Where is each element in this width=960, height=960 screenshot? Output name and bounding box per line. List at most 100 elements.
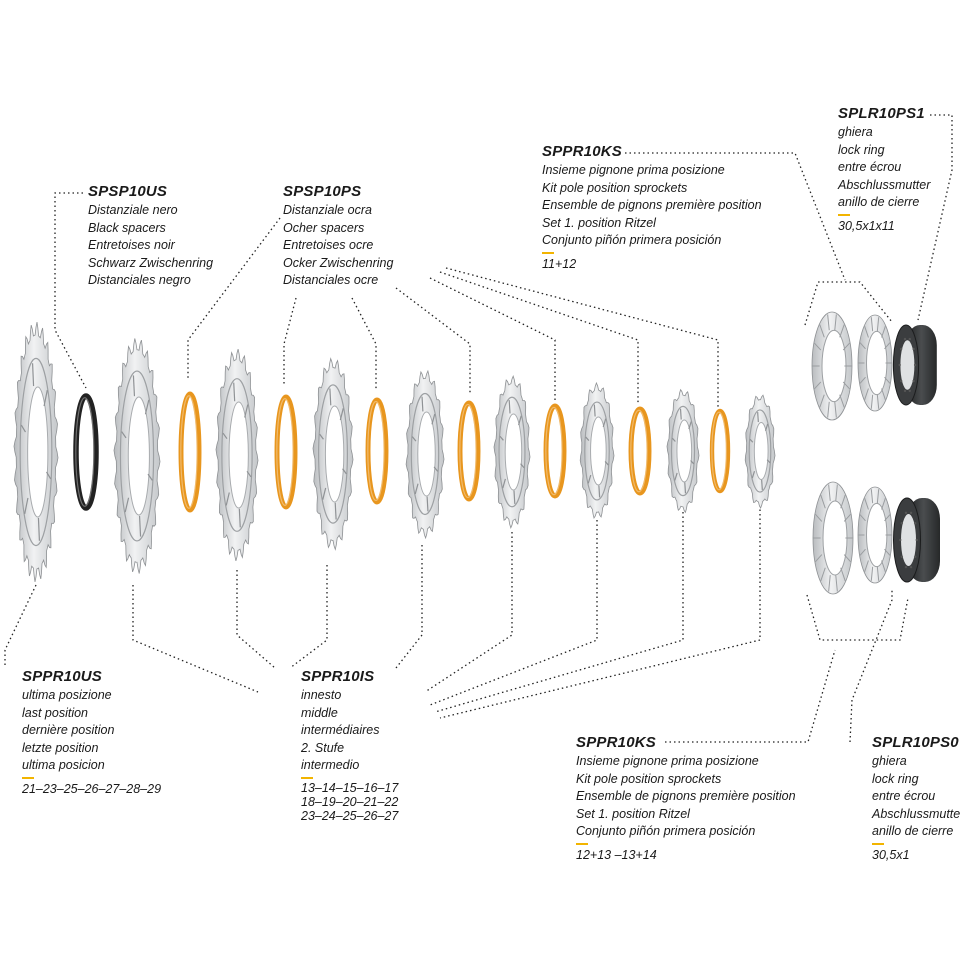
desc-it: Insieme pignone prima posizione	[576, 754, 759, 768]
desc-de: Ocker Zwischenring	[283, 255, 394, 270]
sprocket-29t	[13, 322, 59, 582]
ocher-spacer-5	[543, 403, 567, 499]
desc-it: Insieme pignone prima posizione	[542, 163, 725, 177]
leader-spsp10ps-d	[395, 287, 471, 395]
sizes-row-3: 23–24–25–26–27	[301, 808, 399, 823]
desc-it: ghiera	[872, 754, 907, 768]
leader-spsp10ps-g	[445, 267, 719, 408]
part-code: SPLR10PS1	[838, 105, 925, 122]
label-sppr10is: SPPR10IS innesto middle intermédiaires 2…	[301, 667, 398, 823]
leader-splr10ps1	[917, 114, 953, 321]
sizes: 11+12	[542, 256, 577, 271]
sprocket-6	[493, 375, 531, 529]
leader-sppr10ks-bottom-bracket	[806, 594, 909, 641]
ocher-spacer-6	[628, 406, 652, 496]
desc-en: lock ring	[872, 771, 919, 786]
desc-it: Distanziale ocra	[283, 203, 372, 217]
sizes: 30,5x1x11	[838, 218, 895, 233]
accent-bar	[872, 842, 884, 845]
sizes: 12+13 –13+14	[576, 847, 657, 862]
sprocket-8	[666, 388, 700, 514]
leader-sppr10is-h	[439, 505, 761, 719]
desc-fr: entre écrou	[838, 160, 902, 174]
desc-es: Conjunto piñón primera posición	[576, 824, 756, 838]
desc-es: Distanciales ocre	[283, 273, 379, 287]
sprocket-3	[215, 348, 259, 562]
desc-fr: intermédiaires	[301, 723, 380, 737]
label-sppr10ks-bottom: SPPR10KS Insieme pignone prima posizione…	[576, 733, 796, 864]
desc-es: anillo de cierre	[838, 195, 920, 209]
leader-sppr10is-a	[132, 585, 259, 693]
desc-it: innesto	[301, 688, 342, 702]
desc-de: Set 1. position Ritzel	[542, 215, 656, 230]
label-spsp10ps: SPSP10PS Distanziale ocra Ocher spacers …	[283, 182, 393, 290]
ocher-spacer-4	[457, 400, 481, 502]
desc-es: anillo de cierre	[872, 824, 954, 838]
leader-spsp10ps-b	[283, 297, 297, 385]
desc-es: Distanciales negro	[88, 273, 191, 287]
desc-fr: Ensemble de pignons première position	[542, 198, 762, 212]
kit-top-sprocket-b	[857, 314, 893, 412]
leader-sppr10us	[4, 584, 37, 666]
part-code: SPPR10KS	[576, 734, 656, 751]
leader-splr10ps0	[849, 590, 893, 743]
label-spsp10us: SPSP10US Distanziale nero Black spacers …	[88, 182, 213, 290]
leader-sppr10ks-top-bracket	[804, 281, 893, 326]
label-splr10ps0: SPLR10PS0 ghiera lock ring entre écrou A…	[872, 733, 960, 864]
leader-sppr10ks-bottom	[665, 649, 836, 743]
part-code: SPSP10US	[88, 183, 168, 200]
leader-sppr10is-e	[424, 532, 513, 693]
desc-en: middle	[301, 705, 338, 720]
desc-en: Black spacers	[88, 220, 166, 235]
leader-sppr10is-c	[289, 565, 328, 669]
sprocket-7	[579, 381, 615, 520]
part-code: SPSP10PS	[283, 183, 362, 200]
ocher-spacer-1	[178, 391, 202, 513]
leader-spsp10ps-a	[187, 217, 281, 380]
leader-sppr10is-f	[429, 520, 598, 706]
label-splr10ps1: SPLR10PS1 ghiera lock ring entre écrou A…	[838, 104, 930, 235]
sizes: 21–23–25–26–27–28–29	[22, 781, 162, 796]
desc-es: intermedio	[301, 758, 360, 772]
label-sppr10ks-top: SPPR10KS Insieme pignone prima posizione…	[542, 142, 762, 273]
black-spacer	[73, 393, 99, 511]
sprocket-large-2	[113, 338, 161, 574]
lockring-bottom	[893, 497, 940, 583]
sizes-row-1: 13–14–15–16–17	[301, 780, 399, 795]
desc-de: Abschlussmutter	[872, 806, 960, 821]
part-code: SPPR10US	[22, 668, 102, 685]
ocher-spacer-7	[709, 408, 731, 494]
leader-spsp10ps-f	[439, 271, 639, 405]
part-code: SPPR10IS	[301, 668, 375, 685]
desc-en: lock ring	[838, 142, 885, 157]
sprocket-5	[405, 369, 445, 540]
desc-it: ultima posizione	[22, 688, 112, 702]
parts-layer	[13, 311, 940, 595]
desc-it: ghiera	[838, 125, 873, 139]
leader-lines	[4, 114, 953, 743]
leader-sppr10is-b	[236, 570, 276, 669]
desc-fr: Ensemble de pignons première position	[576, 789, 796, 803]
sprocket-9	[744, 394, 776, 509]
kit-bottom-sprocket-b	[857, 486, 893, 584]
leader-spsp10ps-c	[351, 297, 377, 390]
desc-es: Conjunto piñón primera posición	[542, 233, 722, 247]
lockring-top	[892, 324, 937, 406]
leader-sppr10is-g	[434, 512, 684, 713]
ocher-spacer-2	[274, 394, 298, 510]
sprocket-4	[312, 357, 354, 551]
accent-bar	[838, 213, 850, 216]
part-code: SPPR10KS	[542, 143, 622, 160]
leader-spsp10us	[54, 192, 87, 389]
desc-fr: dernière position	[22, 723, 115, 737]
desc-en: Kit pole position sprockets	[542, 180, 688, 195]
desc-it: Distanziale nero	[88, 203, 178, 217]
desc-en: Ocher spacers	[283, 220, 365, 235]
desc-de: Set 1. position Ritzel	[576, 806, 690, 821]
sizes: 30,5x1	[872, 847, 910, 862]
desc-fr: entre écrou	[872, 789, 936, 803]
leader-spsp10ps-e	[429, 277, 556, 400]
accent-bar	[22, 776, 34, 779]
sizes-row-2: 18–19–20–21–22	[301, 794, 399, 809]
